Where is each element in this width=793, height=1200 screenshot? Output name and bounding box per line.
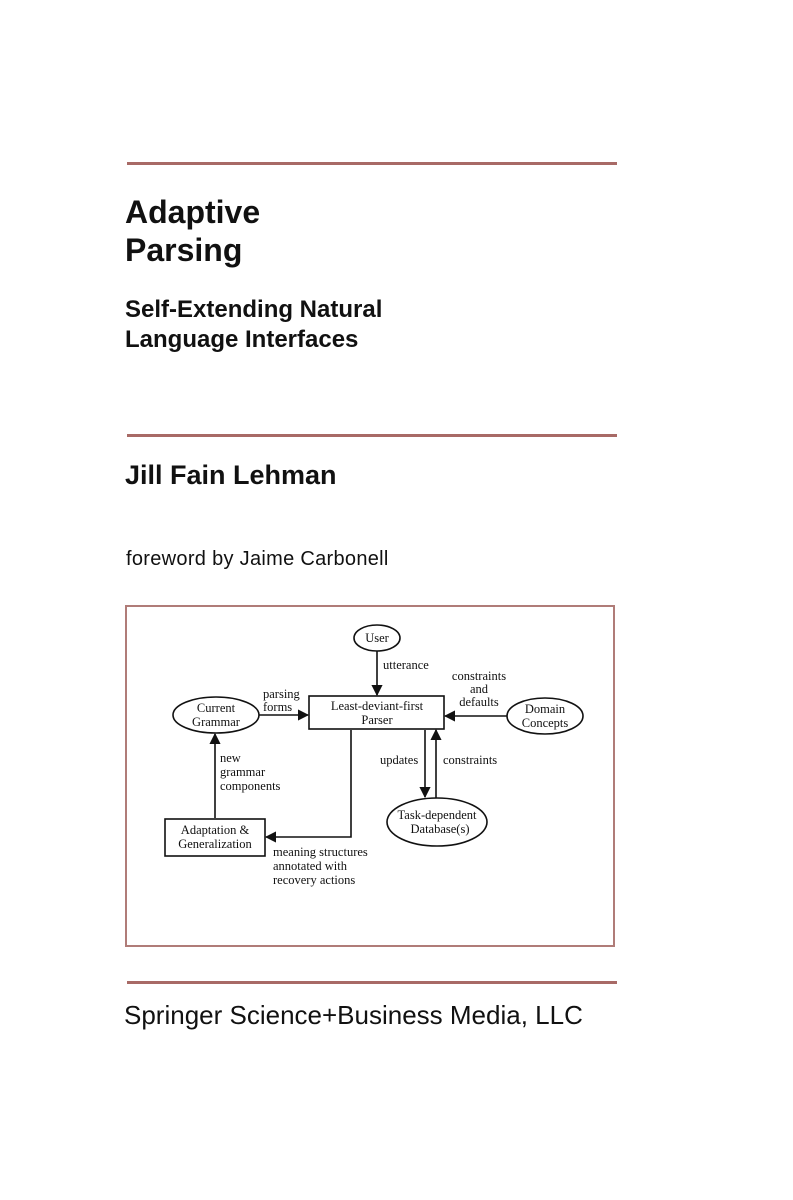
new-components-label-3: components	[220, 779, 281, 793]
database-node	[386, 797, 488, 847]
parsing-forms-label-1: parsing	[263, 687, 301, 701]
foreword-credit: foreword by Jaime Carbonell	[126, 548, 389, 570]
domain-label-2: Concepts	[522, 716, 569, 730]
database-label-2: Database(s)	[411, 822, 470, 836]
architecture-diagram: User Least-deviant-first Parser Current …	[164, 624, 584, 887]
domain-label-1: Domain	[525, 702, 566, 716]
middle-divider	[127, 434, 617, 437]
parsing-forms-label-2: forms	[263, 700, 292, 714]
subtitle-line-1: Self-Extending Natural	[125, 296, 383, 323]
grammar-label-1: Current	[197, 701, 236, 715]
constraints-label: constraints	[443, 753, 497, 767]
user-label: User	[365, 631, 389, 645]
updates-label: updates	[380, 753, 418, 767]
grammar-label-2: Grammar	[192, 715, 241, 729]
meaning-label-3: recovery actions	[273, 873, 355, 887]
title-line-1: Adaptive	[125, 194, 261, 230]
new-components-label-1: new	[220, 751, 241, 765]
database-label-1: Task-dependent	[398, 808, 477, 822]
top-divider	[127, 162, 617, 165]
constraints-defaults-label-1: constraints	[452, 669, 506, 683]
utterance-label: utterance	[383, 658, 429, 672]
adaptation-label-2: Generalization	[178, 837, 252, 851]
parser-label-2: Parser	[361, 713, 393, 727]
meaning-label-1: meaning structures	[273, 845, 368, 859]
meaning-label-2: annotated with	[273, 859, 348, 873]
meaning-structures-arrow	[264, 730, 352, 843]
diagram-frame: User Least-deviant-first Parser Current …	[125, 605, 615, 947]
adaptation-label-1: Adaptation &	[181, 823, 250, 837]
author-name: Jill Fain Lehman	[125, 460, 337, 490]
subtitle-line-2: Language Interfaces	[125, 326, 359, 353]
new-components-label-2: grammar	[220, 765, 266, 779]
constraints-defaults-label-2: and	[470, 682, 489, 696]
constraints-defaults-label-3: defaults	[459, 695, 499, 709]
title-line-2: Parsing	[125, 232, 243, 268]
publisher-name: Springer Science+Business Media, LLC	[124, 1000, 583, 1030]
parser-label-1: Least-deviant-first	[331, 699, 424, 713]
bottom-divider	[127, 981, 617, 984]
